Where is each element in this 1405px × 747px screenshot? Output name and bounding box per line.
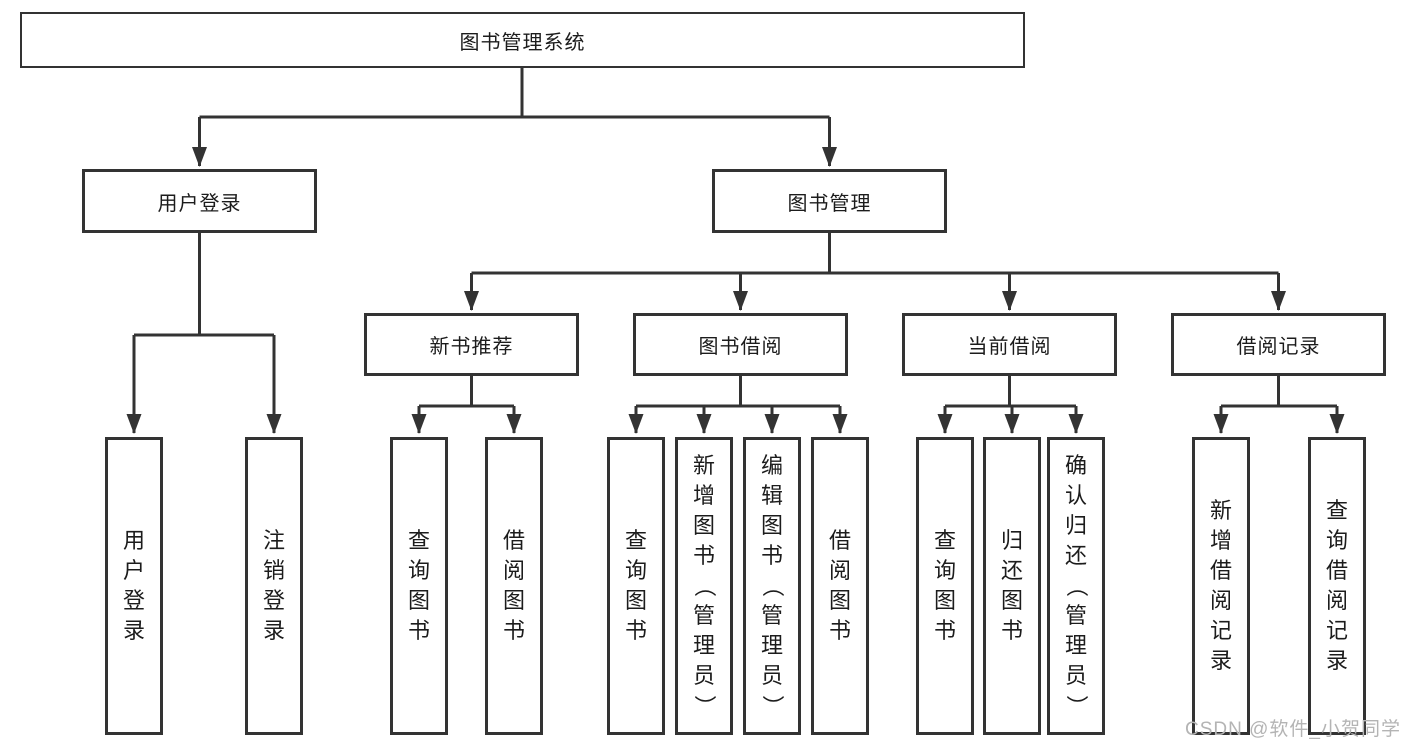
node-book-borrow: 图书借阅: [633, 313, 848, 376]
node-label: 查询图书: [407, 528, 430, 643]
node-leaf-query-borrow-record: 查询借阅记录: [1308, 437, 1366, 735]
node-label: 新增图书（管理员）: [691, 453, 717, 718]
node-label: 归还图书: [1000, 528, 1023, 643]
connector-root-split: [199, 68, 830, 119]
node-leaf-add-book-admin: 新增图书（管理员）: [675, 437, 733, 735]
node-leaf-add-borrow-record: 新增借阅记录: [1192, 437, 1250, 735]
node-label: 用户登录: [157, 192, 242, 215]
node-label: 查询图书: [933, 528, 956, 643]
node-label: 图书管理系统: [459, 31, 586, 54]
node-label: 图书管理: [787, 192, 872, 215]
node-leaf-query-books-2: 查询图书: [607, 437, 665, 735]
node-label: 当前借阅: [967, 336, 1052, 358]
node-label: 借阅图书: [828, 528, 851, 643]
node-user-login: 用户登录: [82, 169, 317, 233]
node-label: 借阅记录: [1236, 336, 1321, 358]
node-leaf-user-login: 用户登录: [105, 437, 163, 735]
connector-login-split: [134, 233, 274, 337]
node-leaf-borrow-books-1: 借阅图书: [485, 437, 543, 735]
node-current-borrow: 当前借阅: [902, 313, 1117, 376]
connector-current-split: [945, 376, 1076, 408]
node-label: 确认归还（管理员）: [1063, 453, 1089, 718]
node-leaf-confirm-return-admin: 确认归还（管理员）: [1047, 437, 1105, 735]
node-label: 新书推荐: [429, 336, 514, 358]
node-leaf-borrow-books-2: 借阅图书: [811, 437, 869, 735]
node-leaf-query-books-3: 查询图书: [916, 437, 974, 735]
connector-records-split: [1221, 376, 1337, 408]
connector-recommend-split: [419, 376, 514, 408]
node-leaf-return-book: 归还图书: [983, 437, 1041, 735]
node-label: 新增借阅记录: [1209, 498, 1232, 673]
node-label: 查询借阅记录: [1325, 498, 1348, 673]
node-label: 注销登录: [262, 528, 285, 643]
node-leaf-logout: 注销登录: [245, 437, 303, 735]
node-leaf-query-books-1: 查询图书: [390, 437, 448, 735]
node-library-system: 图书管理系统: [20, 12, 1025, 68]
node-book-management: 图书管理: [712, 169, 947, 233]
node-label: 查询图书: [624, 528, 647, 643]
node-borrow-records: 借阅记录: [1171, 313, 1386, 376]
node-label: 图书借阅: [698, 336, 783, 358]
node-label: 用户登录: [122, 528, 145, 643]
connector-borrow-split: [636, 376, 840, 408]
node-leaf-edit-book-admin: 编辑图书（管理员）: [743, 437, 801, 735]
node-label: 借阅图书: [502, 528, 525, 643]
connector-management-split: [471, 233, 1279, 275]
node-label: 编辑图书（管理员）: [759, 453, 785, 718]
csdn-watermark: CSDN @软件_小贺同学: [1185, 719, 1401, 740]
node-new-book-recommend: 新书推荐: [364, 313, 579, 376]
